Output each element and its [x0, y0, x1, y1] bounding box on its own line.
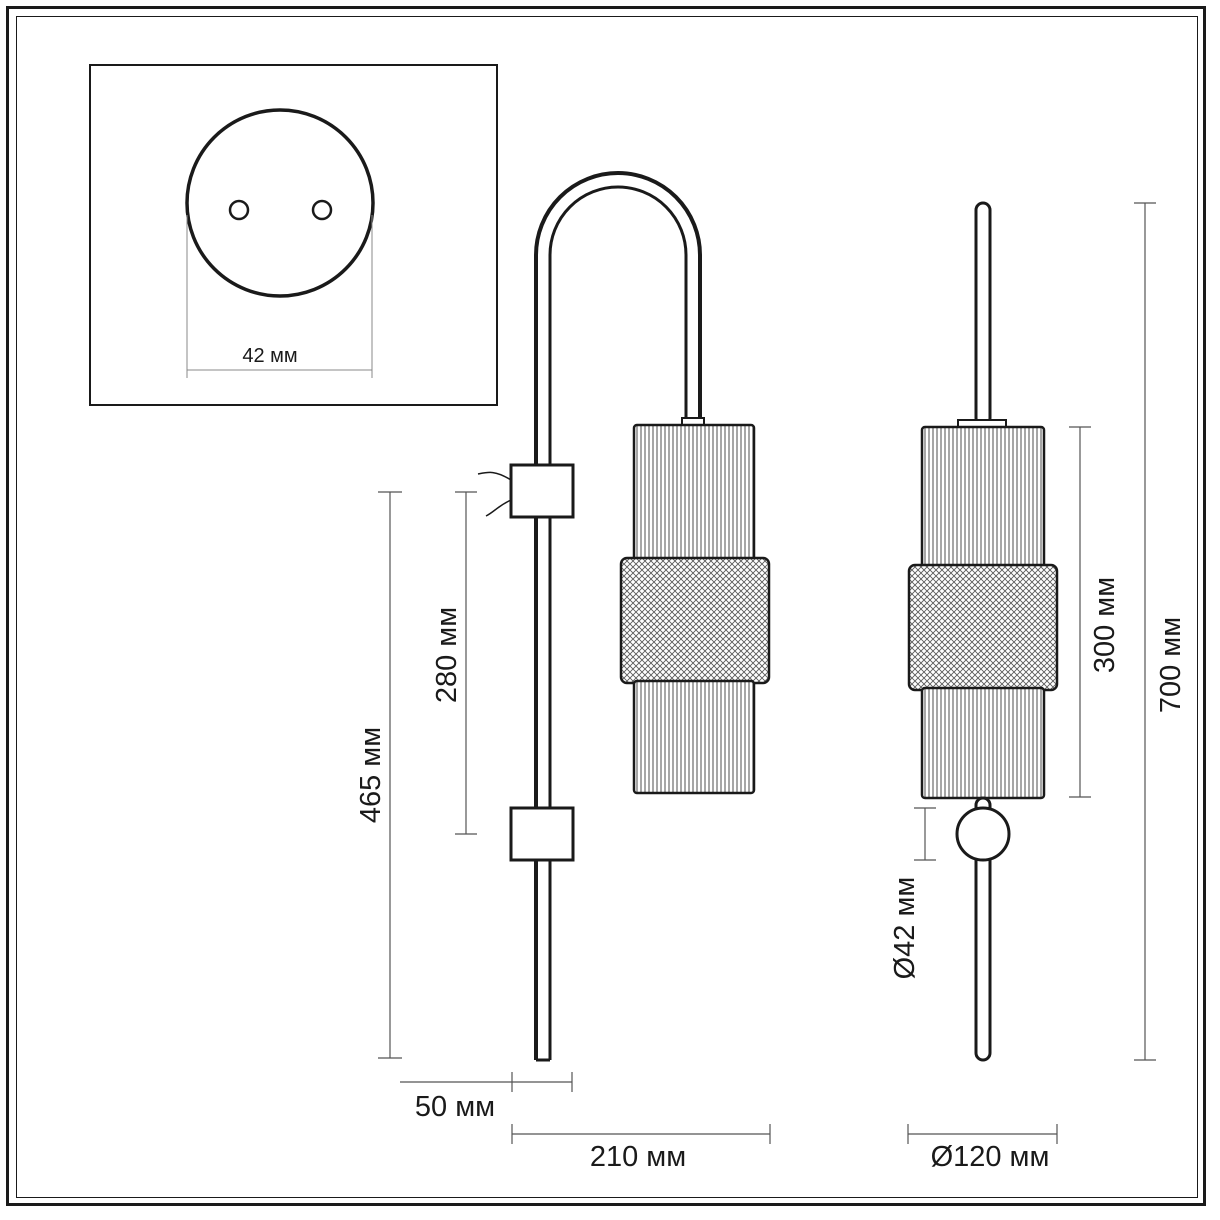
dim-mount-diameter: 42 мм: [242, 345, 297, 367]
dim-shade-diameter: Ø120 мм: [931, 1141, 1050, 1173]
front-shade-upper: [920, 425, 1046, 569]
wire-1: [477, 471, 512, 481]
side-view: [477, 171, 771, 1062]
dim-total-height: 700 мм: [1155, 617, 1187, 713]
front-rod-top: [974, 201, 992, 427]
dim-wall-offset: 50 мм: [415, 1091, 495, 1123]
dim-ball-diameter: Ø42 мм: [889, 877, 921, 980]
inner-frame: [16, 16, 1198, 1198]
wall-holder-top: [509, 463, 575, 519]
dim-shade-height: 300 мм: [1089, 577, 1121, 673]
inset-box: [89, 64, 498, 406]
mount-plate-circle: [185, 108, 375, 298]
dim-projection: 210 мм: [590, 1141, 686, 1173]
screw-hole-left: [228, 199, 250, 221]
front-rod-bottom: [974, 796, 992, 1062]
front-ball: [955, 806, 1011, 862]
hook-rod-outer: [534, 171, 702, 1060]
hook-rod-inner: [548, 185, 688, 1060]
screw-hole-right: [311, 199, 333, 221]
mount-inset: 42 мм: [89, 64, 498, 406]
wall-holder-bottom: [509, 806, 575, 862]
front-shade-lower: [920, 686, 1046, 800]
shade-lower: [632, 679, 756, 795]
shade-upper: [632, 423, 756, 562]
dim-total-height-side: 465 мм: [355, 727, 387, 823]
wire-2: [485, 499, 512, 517]
outer-frame: [6, 6, 1206, 1206]
front-shade-band: [907, 563, 1059, 692]
dimension-lines: [378, 202, 1156, 1144]
shade-band: [619, 556, 771, 685]
front-view: [907, 201, 1059, 1062]
dim-holder-spacing: 280 мм: [431, 607, 463, 703]
